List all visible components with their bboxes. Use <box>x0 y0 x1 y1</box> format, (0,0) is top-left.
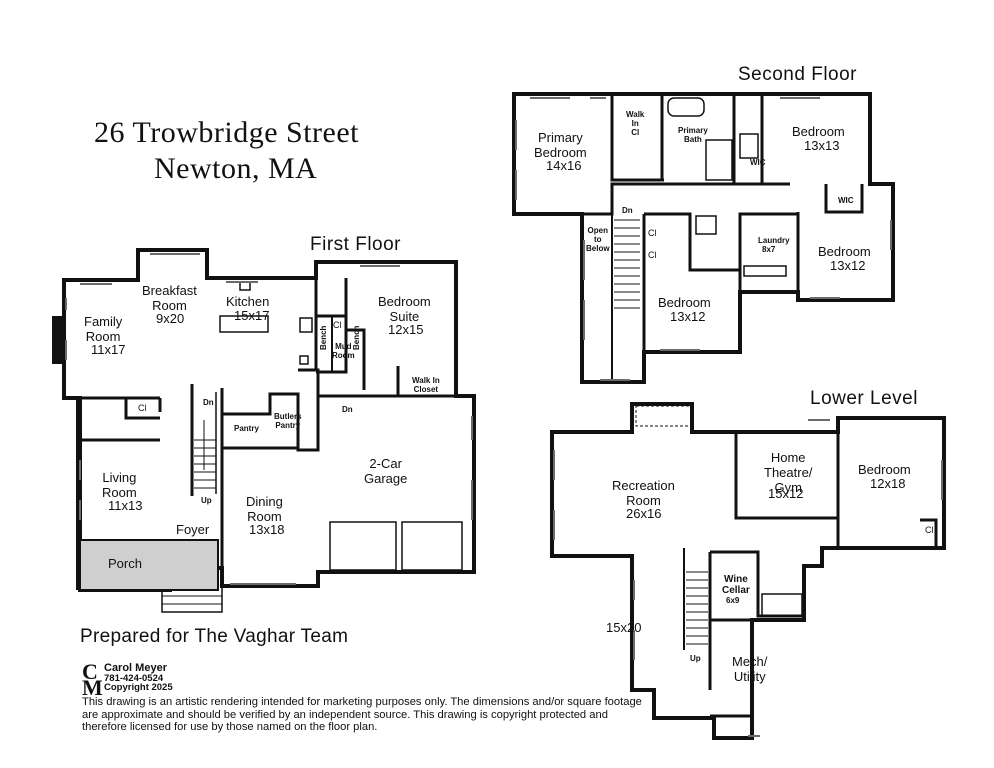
living-room-dims: 11x13 <box>108 498 143 513</box>
garage-name: 2-Car Garage <box>364 456 408 486</box>
recreation-room-dims: 26x16 <box>626 506 662 521</box>
area-15x20: 15x20 <box>606 620 642 635</box>
family-room-name: Family Room <box>84 314 123 344</box>
bedroom-suite-dims: 12x15 <box>388 322 424 337</box>
recreation-room-name: Recreation Room <box>612 478 675 508</box>
first-floor-label: First Floor <box>310 234 401 255</box>
dining-room-dims: 13x18 <box>249 522 285 537</box>
bench-right: Bench <box>352 325 361 350</box>
disclaimer: This drawing is an artistic rendering in… <box>82 696 642 733</box>
porch: Porch <box>108 556 142 571</box>
bedroom-ne-name: Bedroom <box>792 124 845 139</box>
family-room-dims: 11x17 <box>91 342 126 357</box>
breakfast-room-name: Breakfast Room <box>142 283 197 313</box>
primary-bedroom-dims: 14x16 <box>546 158 582 173</box>
stair-up: Up <box>201 496 212 505</box>
lower-level-label: Lower Level <box>810 388 918 409</box>
wine-cellar-dims: 6x9 <box>726 596 740 605</box>
pantry: Pantry <box>234 424 259 433</box>
prepared-for: Prepared for The Vaghar Team <box>80 626 349 647</box>
breakfast-room-dims: 9x20 <box>156 311 185 326</box>
wine-cellar-name: Wine Cellar <box>722 574 750 596</box>
wic-1: WIC <box>750 158 766 167</box>
stair-dn: Dn <box>203 398 214 407</box>
open-to-below: Open to Below <box>586 226 610 253</box>
lower-level-outline <box>550 402 946 740</box>
laundry-name: Laundry <box>758 236 790 245</box>
walk-in-cl: Walk In Cl <box>626 110 645 137</box>
bedroom-s-name: Bedroom <box>658 295 711 310</box>
address-line1: 26 Trowbridge Street <box>94 116 359 149</box>
copyright: Copyright 2025 <box>104 682 173 693</box>
living-room-name: Living Room <box>102 470 137 500</box>
laundry-dims: 8x7 <box>762 245 776 254</box>
lower-cl: Cl <box>925 525 934 535</box>
home-theatre-dims: 15x12 <box>768 486 804 501</box>
bedroom-e-dims: 13x12 <box>830 258 866 273</box>
designer-name: Carol Meyer <box>104 662 167 674</box>
bench-left: Bench <box>319 325 328 350</box>
logo-monogram: CM <box>82 659 103 700</box>
second-floor-dn: Dn <box>622 206 633 215</box>
bedroom-suite-name: Bedroom Suite <box>378 294 431 324</box>
bedroom-s-dims: 13x12 <box>670 309 706 324</box>
butlers-pantry: Butlers Pantry <box>274 412 302 430</box>
primary-bedroom-name: Primary Bedroom <box>534 130 587 160</box>
living-closet: Cl <box>138 403 147 413</box>
mud-room: Mud Room <box>332 342 355 360</box>
second-cl-1: Cl <box>648 228 657 238</box>
lower-bedroom-name: Bedroom <box>858 462 911 477</box>
foyer: Foyer <box>176 522 210 537</box>
first-floor-closet: Cl <box>333 320 342 330</box>
designer-phone: 781-424-0524 <box>104 673 164 684</box>
walk-in-closet: Walk In Closet <box>412 376 440 394</box>
home-theatre-name: Home Theatre/ Gym <box>764 450 813 495</box>
address-line2: Newton, MA <box>154 152 318 185</box>
lower-up: Up <box>690 654 701 663</box>
bedroom-e-name: Bedroom <box>818 244 871 259</box>
kitchen-name: Kitchen <box>226 294 270 309</box>
kitchen-dims: 15x17 <box>234 308 270 323</box>
wic-2: WIC <box>838 196 854 205</box>
lower-bedroom-dims: 12x18 <box>870 476 906 491</box>
bedroom-ne-dims: 13x13 <box>804 138 840 153</box>
mech-utility: Mech/ Utility <box>732 654 768 684</box>
stair-dn-2: Dn <box>342 405 353 414</box>
primary-bath: Primary Bath <box>678 126 708 144</box>
dining-room-name: Dining Room <box>246 494 283 524</box>
second-cl-2: Cl <box>648 250 657 260</box>
second-floor-label: Second Floor <box>738 64 858 85</box>
